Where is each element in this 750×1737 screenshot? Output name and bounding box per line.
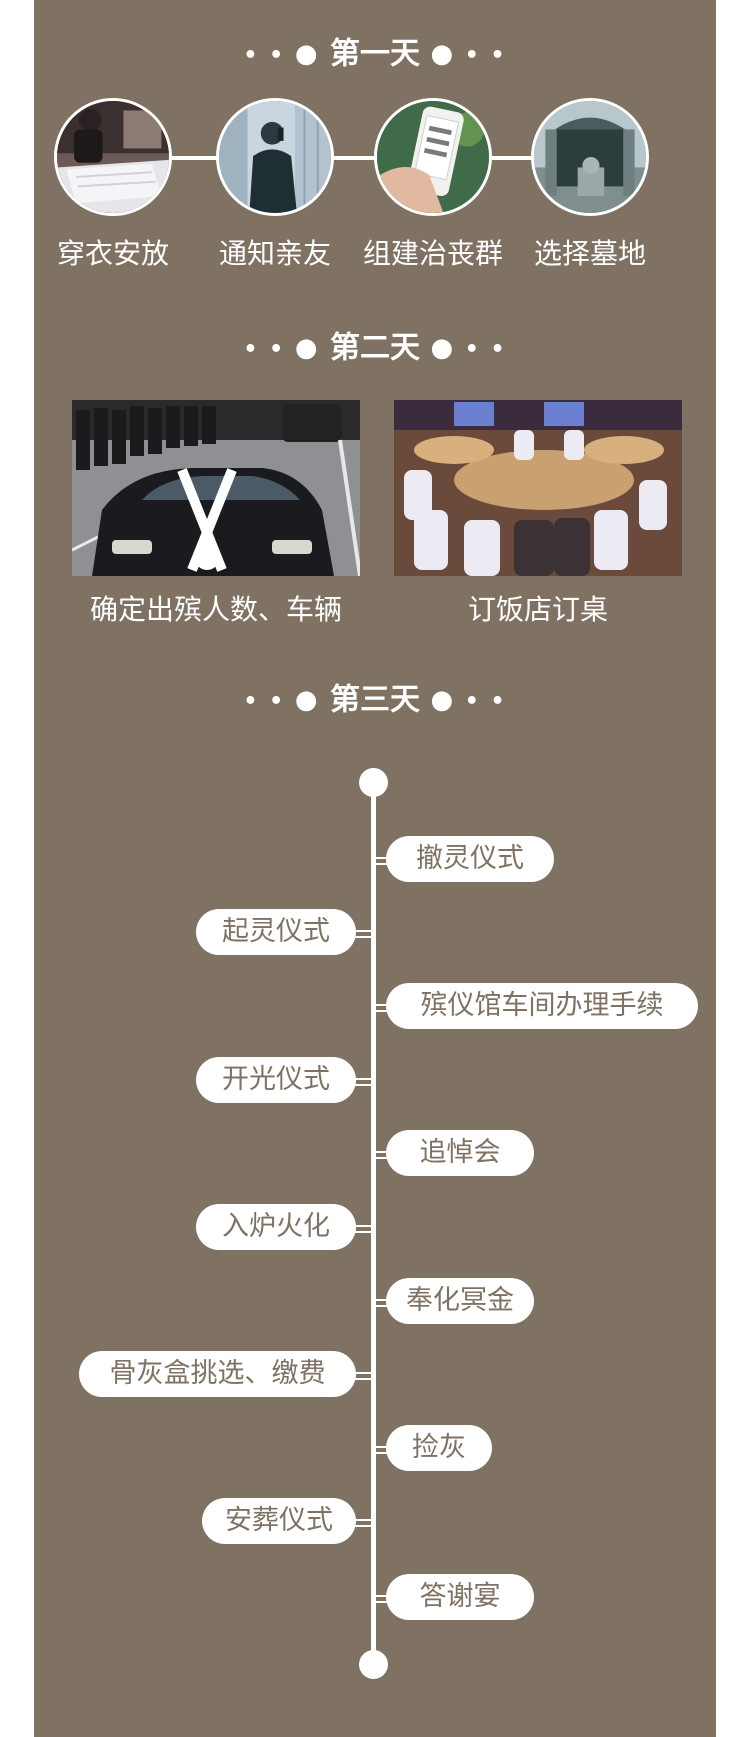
day1-label-3: 组建治丧群 — [362, 237, 503, 270]
timeline-tick — [376, 1157, 392, 1159]
day1-title-text: 第一天 — [330, 36, 420, 72]
cemetery-photo-icon — [531, 98, 649, 216]
day3-title-text: 第三天 — [330, 682, 420, 718]
timeline-tick — [376, 857, 392, 859]
day2-title: • • ● 第二天 ● • • — [34, 328, 716, 370]
timeline-tick — [355, 1225, 371, 1227]
bedding-photo-icon — [54, 98, 172, 216]
left-dots-decor: • • ● — [243, 685, 320, 715]
timeline-tick — [376, 1151, 392, 1153]
timeline-step-1: 撤灵仪式 — [386, 836, 554, 882]
smartphone-photo-icon — [374, 98, 492, 216]
timeline-line — [371, 784, 376, 1664]
timeline-step-5: 追悼会 — [386, 1130, 534, 1176]
right-dots-decor: ● • • — [430, 333, 507, 363]
day1-label-4: 选择墓地 — [533, 237, 646, 270]
day1-title: • • ● 第一天 ● • • — [34, 34, 716, 76]
day1-label-1: 穿衣安放 — [56, 237, 169, 270]
timeline-tick — [376, 1010, 392, 1012]
phone-call-photo-icon — [216, 98, 334, 216]
timeline-tick — [355, 936, 371, 938]
timeline-tick — [376, 1452, 392, 1454]
timeline-tick — [376, 1601, 392, 1603]
banquet-hall-photo-icon — [394, 400, 682, 576]
timeline-step-3: 殡仪馆车间办理手续 — [386, 983, 698, 1029]
timeline-start-node — [359, 768, 388, 797]
timeline-step-8: 骨灰盒挑选、缴费 — [79, 1351, 356, 1397]
right-dots-decor: ● • • — [430, 685, 507, 715]
timeline-step-2: 起灵仪式 — [196, 909, 356, 955]
timeline-step-7: 奉化冥金 — [386, 1278, 534, 1324]
day1-label-2: 通知亲友 — [218, 237, 331, 270]
day2-label-1: 确定出殡人数、车辆 — [89, 593, 342, 626]
timeline-tick — [376, 1299, 392, 1301]
timeline-tick — [355, 1084, 371, 1086]
timeline-tick — [376, 1446, 392, 1448]
timeline-tick — [355, 930, 371, 932]
content-panel: • • ● 第一天 ● • • — [34, 0, 716, 1737]
timeline-step-11: 答谢宴 — [386, 1574, 534, 1620]
timeline-tick — [376, 1595, 392, 1597]
day2-title-text: 第二天 — [330, 330, 420, 366]
day3-title: • • ● 第三天 ● • • — [34, 680, 716, 722]
timeline-step-4: 开光仪式 — [196, 1057, 356, 1103]
right-dots-decor: ● • • — [430, 39, 507, 69]
timeline-tick — [355, 1372, 371, 1374]
timeline-tick — [376, 1305, 392, 1307]
timeline-step-6: 入炉火化 — [196, 1204, 356, 1250]
day2-label-2: 订饭店订桌 — [467, 593, 608, 626]
funeral-car-photo-icon — [72, 400, 360, 576]
timeline-end-node — [359, 1650, 388, 1679]
left-dots-decor: • • ● — [243, 39, 320, 69]
timeline-tick — [355, 1525, 371, 1527]
timeline-tick — [355, 1231, 371, 1233]
timeline-step-10: 安葬仪式 — [202, 1498, 356, 1544]
timeline-tick — [355, 1378, 371, 1380]
timeline-tick — [355, 1078, 371, 1080]
timeline-step-9: 捡灰 — [386, 1425, 492, 1471]
timeline-tick — [355, 1519, 371, 1521]
timeline-tick — [376, 863, 392, 865]
timeline-tick — [376, 1004, 392, 1006]
left-dots-decor: • • ● — [243, 333, 320, 363]
